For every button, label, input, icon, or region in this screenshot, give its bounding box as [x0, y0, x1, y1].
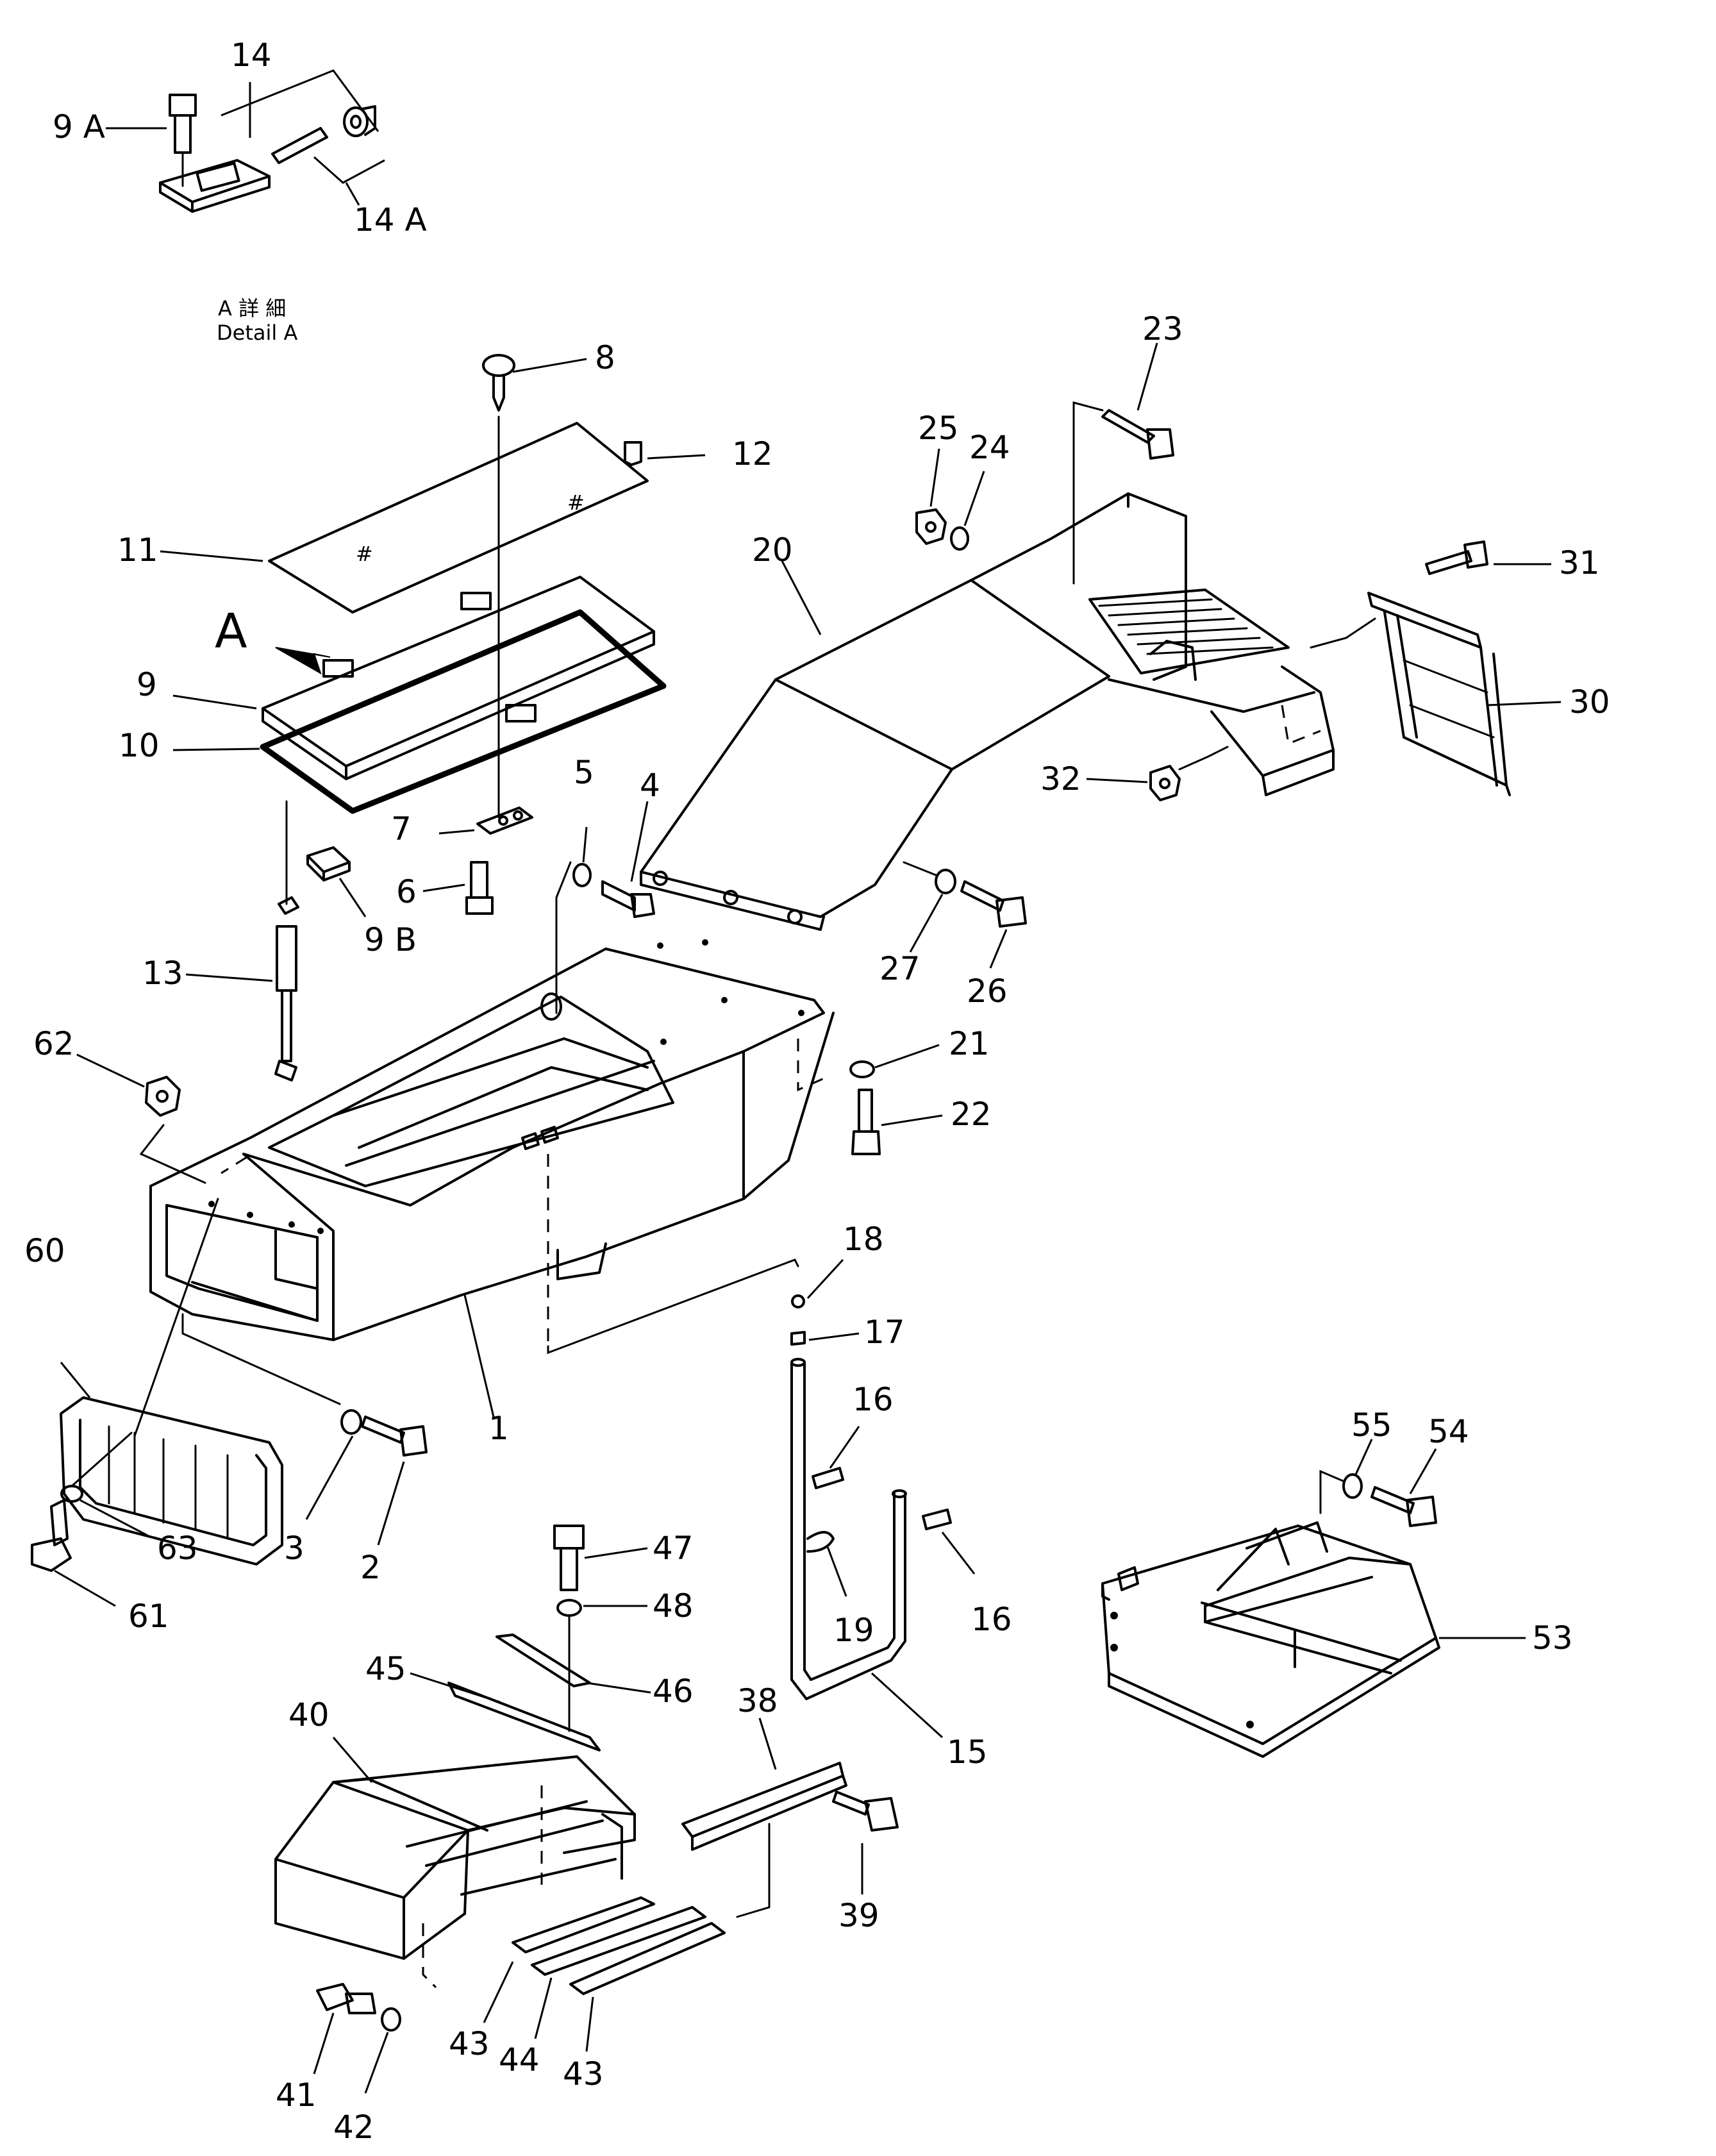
fender-20	[640, 560, 1110, 931]
view-arrow-label-a: A	[215, 604, 247, 659]
callout-46: 46	[653, 1673, 694, 1710]
callout-22: 22	[951, 1096, 992, 1133]
cover-hardware	[185, 800, 655, 1082]
callout-62: 62	[33, 1025, 74, 1062]
callout-55: 55	[1351, 1407, 1392, 1444]
callout-16a: 16	[853, 1381, 894, 1418]
callout-11: 11	[117, 531, 158, 569]
callout-45: 45	[365, 1650, 406, 1687]
callout-6: 6	[396, 873, 417, 910]
main-frame	[149, 939, 835, 1417]
lower-assembly	[274, 1525, 899, 2094]
callout-26: 26	[967, 973, 1008, 1010]
callout-2: 2	[360, 1549, 381, 1586]
handrail-15	[547, 1258, 976, 1739]
nut-62	[76, 1053, 206, 1184]
callout-41: 41	[276, 2077, 317, 2114]
callout-18: 18	[843, 1221, 884, 1258]
callout-3: 3	[284, 1530, 304, 1567]
callout-32: 32	[1040, 760, 1081, 798]
callout-42: 42	[333, 2109, 374, 2146]
callout-43a: 43	[449, 2025, 490, 2062]
callout-24: 24	[969, 429, 1010, 466]
step-platform	[915, 342, 1335, 796]
callout-5: 5	[574, 754, 594, 791]
callout-19: 19	[833, 1612, 874, 1649]
svg-text:#: #	[567, 490, 585, 515]
callout-39: 39	[838, 1897, 879, 1934]
guard-60	[31, 1198, 428, 1607]
callout-14: 14	[231, 37, 272, 74]
callout-9b: 9 B	[364, 921, 417, 958]
callout-43b: 43	[563, 2055, 604, 2093]
callout-48: 48	[653, 1587, 694, 1625]
detail-caption-en: Detail A	[217, 321, 297, 345]
callout-44: 44	[499, 2041, 540, 2078]
detail-caption-jp: A 詳 細	[218, 296, 286, 321]
ladder-30	[1086, 540, 1562, 801]
callout-13: 13	[142, 955, 183, 992]
callout-15: 15	[947, 1734, 988, 1771]
callout-60: 60	[24, 1232, 65, 1269]
callout-1: 1	[488, 1410, 509, 1447]
svg-text:#: #	[356, 542, 373, 566]
callout-16b: 16	[971, 1601, 1012, 1638]
bolt-21-22	[849, 1044, 943, 1155]
callout-31: 31	[1559, 544, 1600, 581]
callout-53: 53	[1532, 1619, 1573, 1657]
callout-23: 23	[1142, 310, 1183, 347]
platform-53	[1101, 1439, 1526, 1758]
detail-a-hinge	[106, 69, 385, 213]
callout-20: 20	[752, 531, 793, 569]
callout-30: 30	[1569, 683, 1610, 721]
callout-8: 8	[595, 339, 615, 376]
callout-14a: 14 A	[354, 201, 427, 238]
callout-47: 47	[653, 1530, 694, 1567]
callout-38: 38	[737, 1682, 778, 1719]
callout-4: 4	[640, 767, 660, 804]
cover-assembly: # #	[160, 354, 706, 819]
callout-9: 9	[137, 666, 157, 703]
callout-21: 21	[949, 1025, 990, 1062]
callout-9a: 9 A	[53, 108, 105, 146]
callout-25: 25	[918, 410, 959, 447]
callout-17: 17	[864, 1314, 905, 1351]
callout-10: 10	[119, 727, 160, 764]
callout-61: 61	[128, 1598, 169, 1635]
callout-54: 54	[1428, 1413, 1469, 1450]
callout-63: 63	[157, 1530, 198, 1567]
callout-12: 12	[732, 435, 773, 472]
callout-27: 27	[879, 950, 920, 987]
callout-40: 40	[288, 1696, 329, 1734]
fender-bolt-26-27	[903, 861, 1027, 969]
callout-7: 7	[391, 810, 412, 848]
